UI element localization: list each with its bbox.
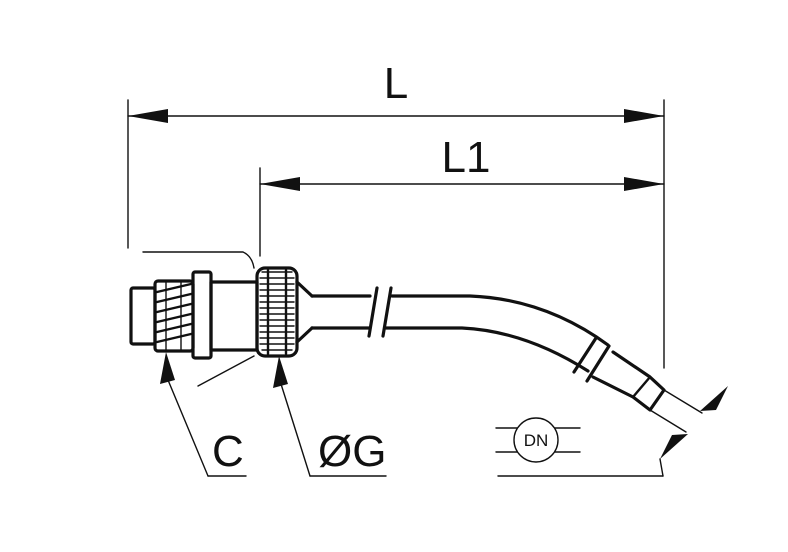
og-leader-diagonal xyxy=(280,383,311,477)
dn-arrow-bottom-icon xyxy=(660,434,688,459)
knurl-pattern xyxy=(259,268,295,356)
cone-top xyxy=(295,280,314,298)
label-c: C xyxy=(212,427,244,476)
dimension-dn: DN xyxy=(495,386,728,477)
tube-tip xyxy=(591,350,666,412)
thread-pattern xyxy=(155,281,193,351)
break-mark-2a xyxy=(572,336,598,374)
break-mark-2b xyxy=(585,344,611,383)
knurled-nut xyxy=(255,266,299,358)
fitting-body xyxy=(129,251,314,387)
dimension-c: C xyxy=(160,352,247,477)
body-contour-top xyxy=(142,251,255,269)
break-mark-1b xyxy=(381,286,393,338)
collar xyxy=(191,270,213,360)
arrow-right-icon xyxy=(624,177,664,191)
label-l1: L1 xyxy=(442,133,491,182)
label-dn: DN xyxy=(524,431,549,450)
arrow-left-icon xyxy=(128,109,168,123)
dimension-l: L xyxy=(127,59,665,369)
dn-arrow-top-icon xyxy=(700,386,728,411)
arrow-left-icon xyxy=(260,177,300,191)
body-cylinder xyxy=(209,280,259,352)
dn-extension-2 xyxy=(649,409,687,433)
tube-top-b xyxy=(390,294,610,347)
tube-bottom-b xyxy=(384,326,590,373)
c-leader-diagonal xyxy=(167,379,209,477)
dimension-l1: L1 xyxy=(259,133,665,257)
body-contour-bottom xyxy=(197,355,255,387)
dn-extension-1 xyxy=(663,389,703,414)
break-mark-1a xyxy=(367,286,379,338)
nose xyxy=(129,286,157,346)
tip-chamfer-line xyxy=(631,375,652,399)
arrow-right-icon xyxy=(624,109,664,123)
cone-bottom xyxy=(295,326,314,344)
label-og: ØG xyxy=(318,427,386,476)
dimension-og: ØG xyxy=(273,356,387,477)
dn-leader-stem xyxy=(659,458,664,477)
tube xyxy=(310,286,666,412)
og-arrow-icon xyxy=(273,356,288,388)
label-l: L xyxy=(384,59,408,108)
c-arrow-icon xyxy=(160,352,175,384)
dn-circle xyxy=(513,417,559,463)
